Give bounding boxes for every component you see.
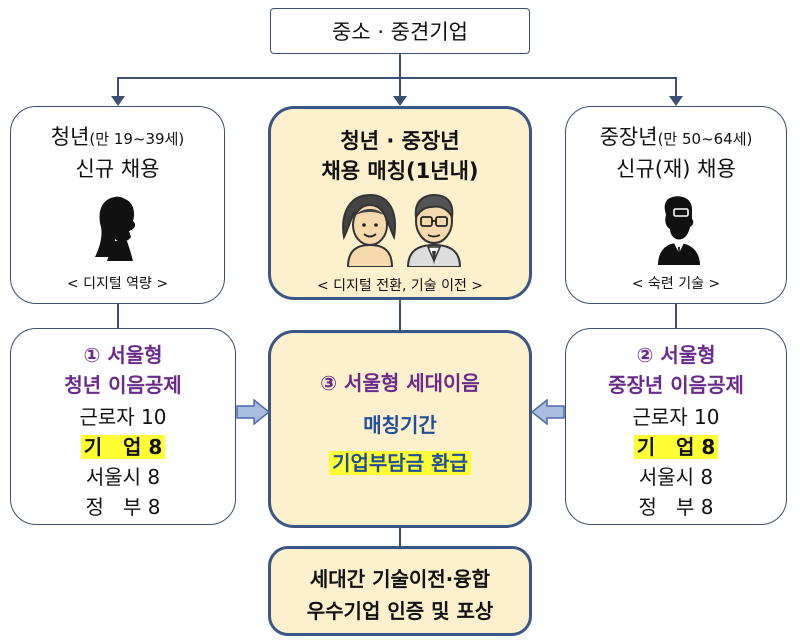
connector-right-drop — [675, 77, 677, 97]
arrowhead-right — [669, 96, 683, 106]
top-company-box: 중소 · 중견기업 — [270, 8, 530, 54]
senior-hiring-box: 중장년(만 50~64세) 신규(재) 채용 < 숙련 기술 > — [565, 106, 787, 304]
youth-new-hire: 신규 채용 — [75, 157, 160, 181]
matching-box: 청년 · 중장년 채용 매칭(1년내) < 디지털 전환, 기술 이전 > — [268, 106, 532, 300]
senior-government-share: 정 부 8 — [638, 495, 714, 519]
youth-company-share-row: 기 업 8 — [11, 431, 235, 460]
youth-government-share: 정 부 8 — [85, 495, 161, 519]
arrowhead-center — [393, 96, 407, 106]
senior-savings-box: ② 서울형 중장년 이음공제 근로자 10 기 업 8 서울시 8 정 부 8 — [565, 328, 787, 525]
generation-link-title: ③ 서울형 세대이음 — [320, 371, 480, 395]
youth-seoul-share: 서울시 8 — [85, 465, 161, 489]
refund-row: 기업부담금 환급 — [271, 447, 529, 476]
senior-savings-title-1: ② 서울형 — [636, 343, 716, 367]
youth-worker-share: 근로자 10 — [79, 405, 167, 429]
senior-title: 중장년 — [599, 125, 658, 149]
connector-center-drop — [399, 77, 401, 97]
youth-title-line: 청년(만 19~39세) — [11, 121, 224, 151]
senior-title-line: 중장년(만 50~64세) — [566, 121, 786, 151]
senior-seoul-share: 서울시 8 — [638, 465, 714, 489]
generation-link-box: ③ 서울형 세대이음 매칭기간 기업부담금 환급 — [268, 330, 532, 528]
senior-caption: < 숙련 기술 > — [631, 276, 721, 292]
award-line-1: 세대간 기술이전·융합 — [309, 567, 491, 591]
youth-caption: < 디지털 역량 > — [66, 276, 169, 292]
matching-period: 매칭기간 — [363, 413, 437, 437]
young-woman-icon — [95, 196, 136, 261]
senior-worker-share: 근로자 10 — [632, 405, 720, 429]
connector-left-mid — [117, 304, 119, 328]
matching-caption: < 디지털 전환, 기술 이전 > — [316, 278, 484, 294]
senior-company-share-row: 기 업 8 — [566, 431, 786, 460]
youth-savings-title-1: ① 서울형 — [83, 343, 163, 367]
connector-center-mid — [399, 300, 401, 330]
matching-title-1: 청년 · 중장년 — [340, 129, 460, 153]
youth-savings-title-2: 청년 이음공제 — [64, 373, 182, 397]
arrowhead-left — [111, 96, 125, 106]
connector-top-vertical — [399, 54, 401, 78]
connector-left-drop — [117, 77, 119, 97]
matching-title-2: 채용 매칭(1년내) — [321, 159, 479, 183]
connector-horizontal — [118, 77, 676, 79]
youth-hiring-box: 청년(만 19~39세) 신규 채용 < 디지털 역량 > — [10, 106, 225, 304]
young-and-senior-couple-icon — [342, 193, 462, 267]
senior-man-suit-icon — [658, 196, 700, 265]
youth-age-range: (만 19~39세) — [89, 130, 185, 148]
youth-savings-box: ① 서울형 청년 이음공제 근로자 10 기 업 8 서울시 8 정 부 8 — [10, 328, 236, 525]
senior-age-range: (만 50~64세) — [657, 130, 753, 148]
top-title: 중소 · 중견기업 — [332, 20, 468, 44]
award-box: 세대간 기술이전·융합 우수기업 인증 및 포상 — [268, 546, 532, 636]
right-arrow-icon — [236, 399, 270, 425]
senior-new-hire: 신규(재) 채용 — [616, 157, 736, 181]
company-contribution-refund: 기업부담금 환급 — [329, 451, 471, 475]
youth-company-share: 기 업 8 — [80, 435, 166, 459]
youth-title: 청년 — [50, 125, 90, 149]
award-line-2: 우수기업 인증 및 포상 — [306, 599, 494, 623]
senior-company-share: 기 업 8 — [633, 435, 719, 459]
connector-right-mid — [675, 304, 677, 328]
senior-savings-title-2: 중장년 이음공제 — [608, 373, 744, 397]
connector-center-bottom — [399, 528, 401, 546]
left-arrow-icon — [531, 399, 565, 425]
